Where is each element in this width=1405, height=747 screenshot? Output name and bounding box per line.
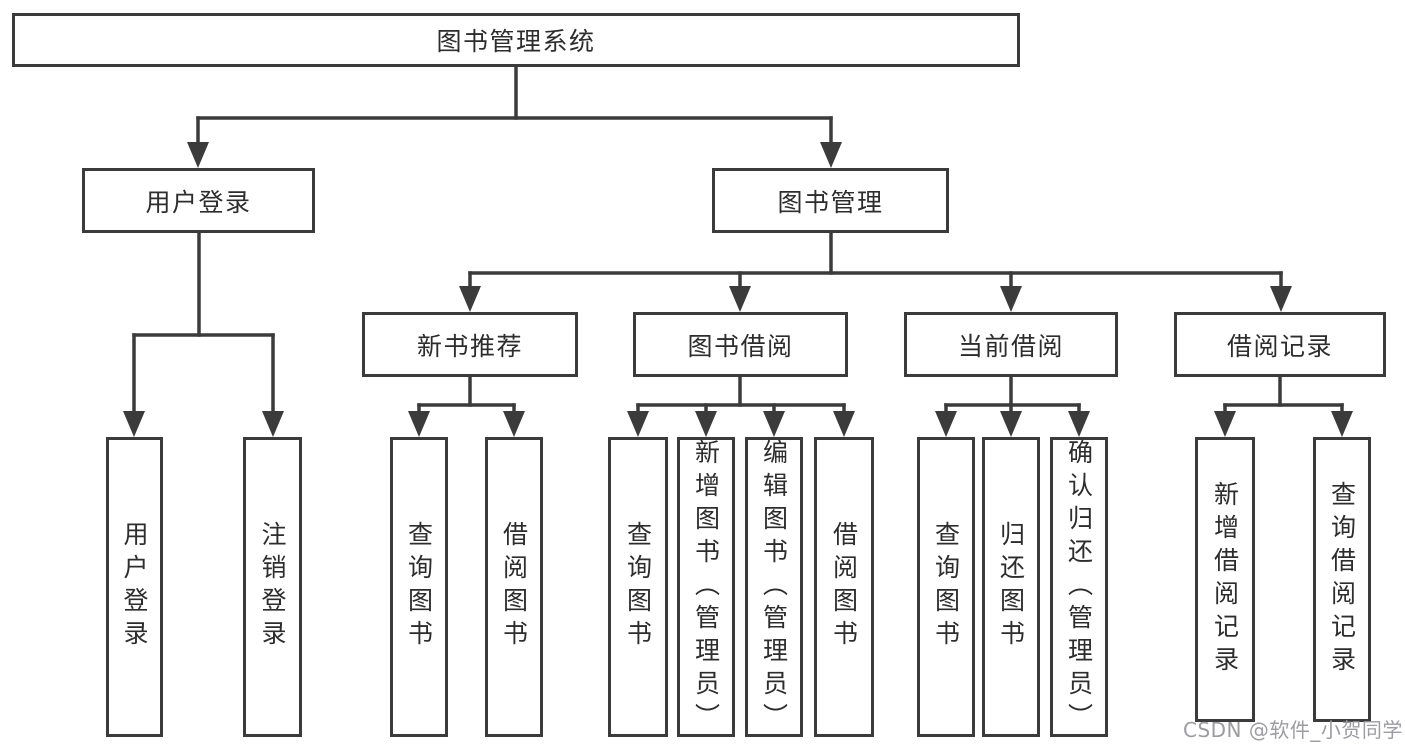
leaf-query-books-recommend: 查询图书 <box>390 437 448 737</box>
node-book-management-label: 图书管理 <box>777 187 884 217</box>
leaf-user-login: 用户登录 <box>106 437 163 737</box>
leaf-return-books-label: 归还图书 <box>996 521 1026 653</box>
node-book-management: 图书管理 <box>712 168 949 233</box>
leaf-borrow-books-recommend: 借阅图书 <box>485 437 543 737</box>
leaf-add-books-admin-label: 新增图书（管理员） <box>691 438 721 736</box>
node-user-login: 用户登录 <box>82 168 315 233</box>
leaf-edit-books-admin-label: 编辑图书（管理员） <box>759 438 789 736</box>
node-current-borrow: 当前借阅 <box>904 312 1118 377</box>
leaf-query-books-current-label: 查询图书 <box>931 521 961 653</box>
leaf-query-books-borrow-label: 查询图书 <box>623 521 653 653</box>
leaf-borrow-books-label: 借阅图书 <box>829 521 859 653</box>
leaf-query-books-recommend-label: 查询图书 <box>404 521 434 653</box>
leaf-add-books-admin: 新增图书（管理员） <box>677 437 735 737</box>
node-root-label: 图书管理系统 <box>436 27 596 56</box>
leaf-query-borrow-record-label: 查询借阅记录 <box>1327 480 1357 679</box>
leaf-return-books: 归还图书 <box>982 437 1040 737</box>
arrowheads <box>123 142 1353 437</box>
leaf-confirm-return-admin: 确认归还（管理员） <box>1050 437 1108 737</box>
watermark: CSDN @软件_小贺同学 <box>1183 718 1403 742</box>
leaf-confirm-return-admin-label: 确认归还（管理员） <box>1064 438 1094 736</box>
leaf-user-login-label: 用户登录 <box>120 521 149 653</box>
node-new-book-recommend-label: 新书推荐 <box>416 331 523 361</box>
leaf-query-books-current: 查询图书 <box>917 437 975 737</box>
node-current-borrow-label: 当前借阅 <box>957 331 1064 361</box>
leaf-borrow-books: 借阅图书 <box>814 437 874 737</box>
leaf-add-borrow-record-label: 新增借阅记录 <box>1210 480 1240 679</box>
leaf-add-borrow-record: 新增借阅记录 <box>1195 437 1255 722</box>
leaf-query-borrow-record: 查询借阅记录 <box>1313 437 1371 722</box>
node-user-login-label: 用户登录 <box>145 187 252 217</box>
node-book-borrow-label: 图书借阅 <box>687 331 794 361</box>
node-borrow-records-label: 借阅记录 <box>1226 331 1333 361</box>
leaf-logout-label: 注销登录 <box>258 521 287 653</box>
leaf-edit-books-admin: 编辑图书（管理员） <box>745 437 803 737</box>
node-new-book-recommend: 新书推荐 <box>362 312 578 377</box>
node-root: 图书管理系统 <box>12 13 1020 67</box>
node-borrow-records: 借阅记录 <box>1174 312 1386 377</box>
leaf-borrow-books-recommend-label: 借阅图书 <box>499 521 529 653</box>
node-book-borrow: 图书借阅 <box>633 312 848 377</box>
leaf-logout: 注销登录 <box>243 437 302 737</box>
leaf-query-books-borrow: 查询图书 <box>608 437 668 737</box>
